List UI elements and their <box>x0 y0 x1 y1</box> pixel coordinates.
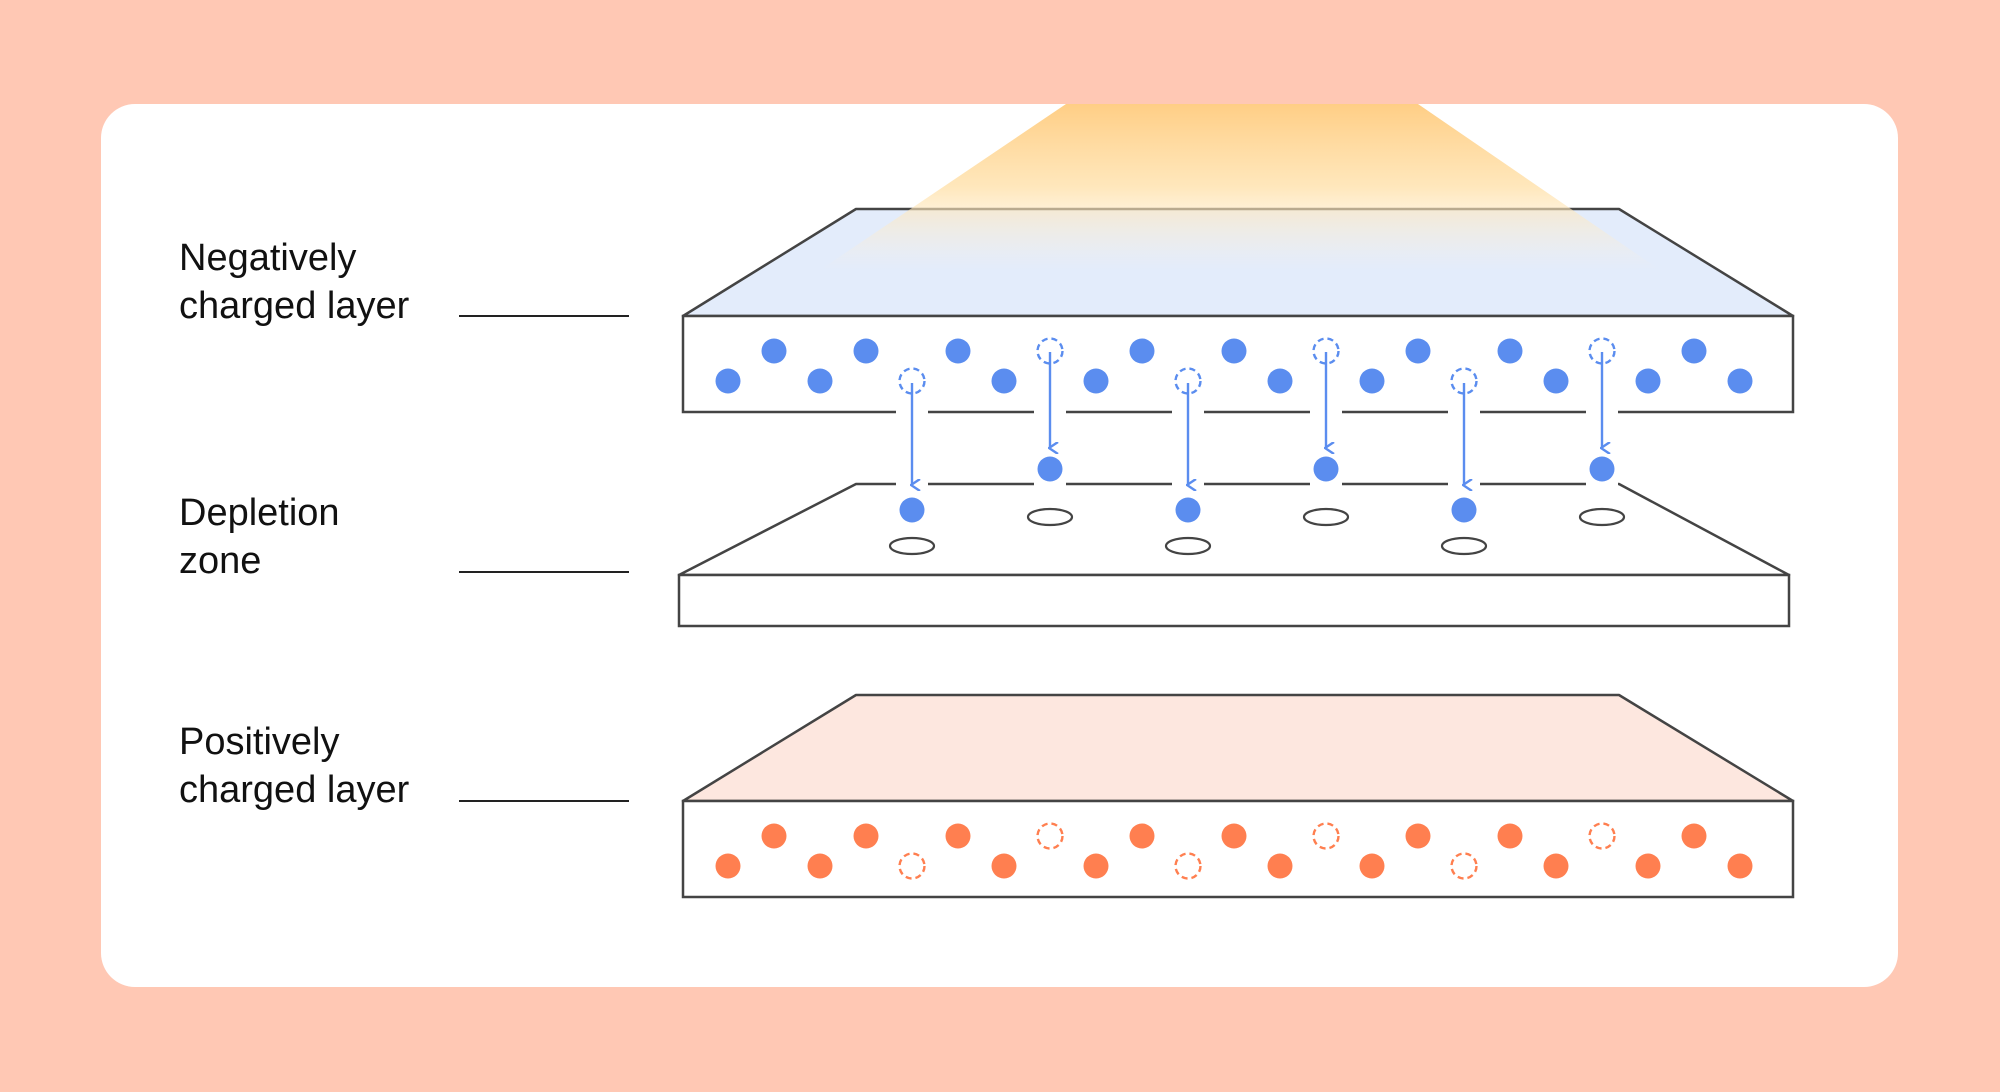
migrated-electron <box>1313 456 1339 482</box>
hole-vacancy <box>1036 822 1064 850</box>
hole-particle <box>1267 853 1293 879</box>
electron-particle <box>1359 368 1385 394</box>
depletion-zone-top-face <box>677 482 1791 577</box>
layer-edge-gap <box>1586 478 1618 490</box>
hole-particle <box>761 823 787 849</box>
depletion-zone-front-face <box>677 573 1791 628</box>
hole-particle <box>1221 823 1247 849</box>
electron-particle <box>1083 368 1109 394</box>
electron-particle <box>991 368 1017 394</box>
electron-vacancy <box>1036 337 1064 365</box>
hole-particle <box>807 853 833 879</box>
electron-vacancy <box>1450 367 1478 395</box>
positive-layer-front-face <box>681 799 1795 899</box>
electron-particle <box>761 338 787 364</box>
hole-particle <box>1681 823 1707 849</box>
electron-particle <box>715 368 741 394</box>
hole-vacancy <box>1312 822 1340 850</box>
positive-layer-top-face <box>681 693 1795 803</box>
hole-particle <box>1129 823 1155 849</box>
hole-vacancy <box>1588 822 1616 850</box>
negative-layer-front-face <box>681 314 1795 414</box>
electron-vacancy <box>1174 367 1202 395</box>
electron-particle <box>1681 338 1707 364</box>
depletion-hole <box>1578 507 1626 527</box>
electron-vacancy <box>898 367 926 395</box>
migrated-electron <box>1037 456 1063 482</box>
positive-layer-holes <box>715 822 1753 880</box>
depletion-hole <box>1440 536 1488 556</box>
hole-particle <box>1727 853 1753 879</box>
electron-particle <box>1635 368 1661 394</box>
electron-particle <box>1129 338 1155 364</box>
hole-particle <box>1635 853 1661 879</box>
leader-line-positive <box>459 800 629 802</box>
hole-particle <box>1083 853 1109 879</box>
migrated-electron <box>899 497 925 523</box>
depletion-hole <box>1026 507 1074 527</box>
hole-vacancy <box>1174 852 1202 880</box>
electron-particle <box>1267 368 1293 394</box>
electron-vacancy <box>1312 337 1340 365</box>
electron-particle <box>1405 338 1431 364</box>
hole-particle <box>1497 823 1523 849</box>
electron-vacancy <box>1588 337 1616 365</box>
negative-layer-electrons <box>715 337 1753 395</box>
electron-particle <box>1727 368 1753 394</box>
hole-particle <box>853 823 879 849</box>
migrated-electron <box>1451 497 1477 523</box>
hole-particle <box>1405 823 1431 849</box>
hole-particle <box>715 853 741 879</box>
depletion-hole <box>1302 507 1350 527</box>
leader-line-depletion <box>459 571 629 573</box>
hole-particle <box>991 853 1017 879</box>
electron-particle <box>1543 368 1569 394</box>
hole-vacancy <box>898 852 926 880</box>
layer-edge-gap <box>1034 478 1066 490</box>
depletion-hole <box>1164 536 1212 556</box>
hole-vacancy <box>1450 852 1478 880</box>
migrated-electron <box>1589 456 1615 482</box>
label-depletion-zone: Depletion zone <box>179 492 340 582</box>
label-positively-charged-layer: Positively charged layer <box>179 721 410 811</box>
hole-particle <box>1543 853 1569 879</box>
light-beam <box>820 104 1660 270</box>
layer-edge-gap <box>1310 478 1342 490</box>
leader-line-negative <box>459 315 629 317</box>
depletion-hole <box>888 536 936 556</box>
electron-particle <box>853 338 879 364</box>
electron-particle <box>807 368 833 394</box>
migrated-electron <box>1175 497 1201 523</box>
electron-particle <box>945 338 971 364</box>
hole-particle <box>1359 853 1385 879</box>
label-negatively-charged-layer: Negatively charged layer <box>179 237 410 327</box>
electron-particle <box>1497 338 1523 364</box>
electron-particle <box>1221 338 1247 364</box>
hole-particle <box>945 823 971 849</box>
depletion-zone-charges <box>888 352 1626 556</box>
